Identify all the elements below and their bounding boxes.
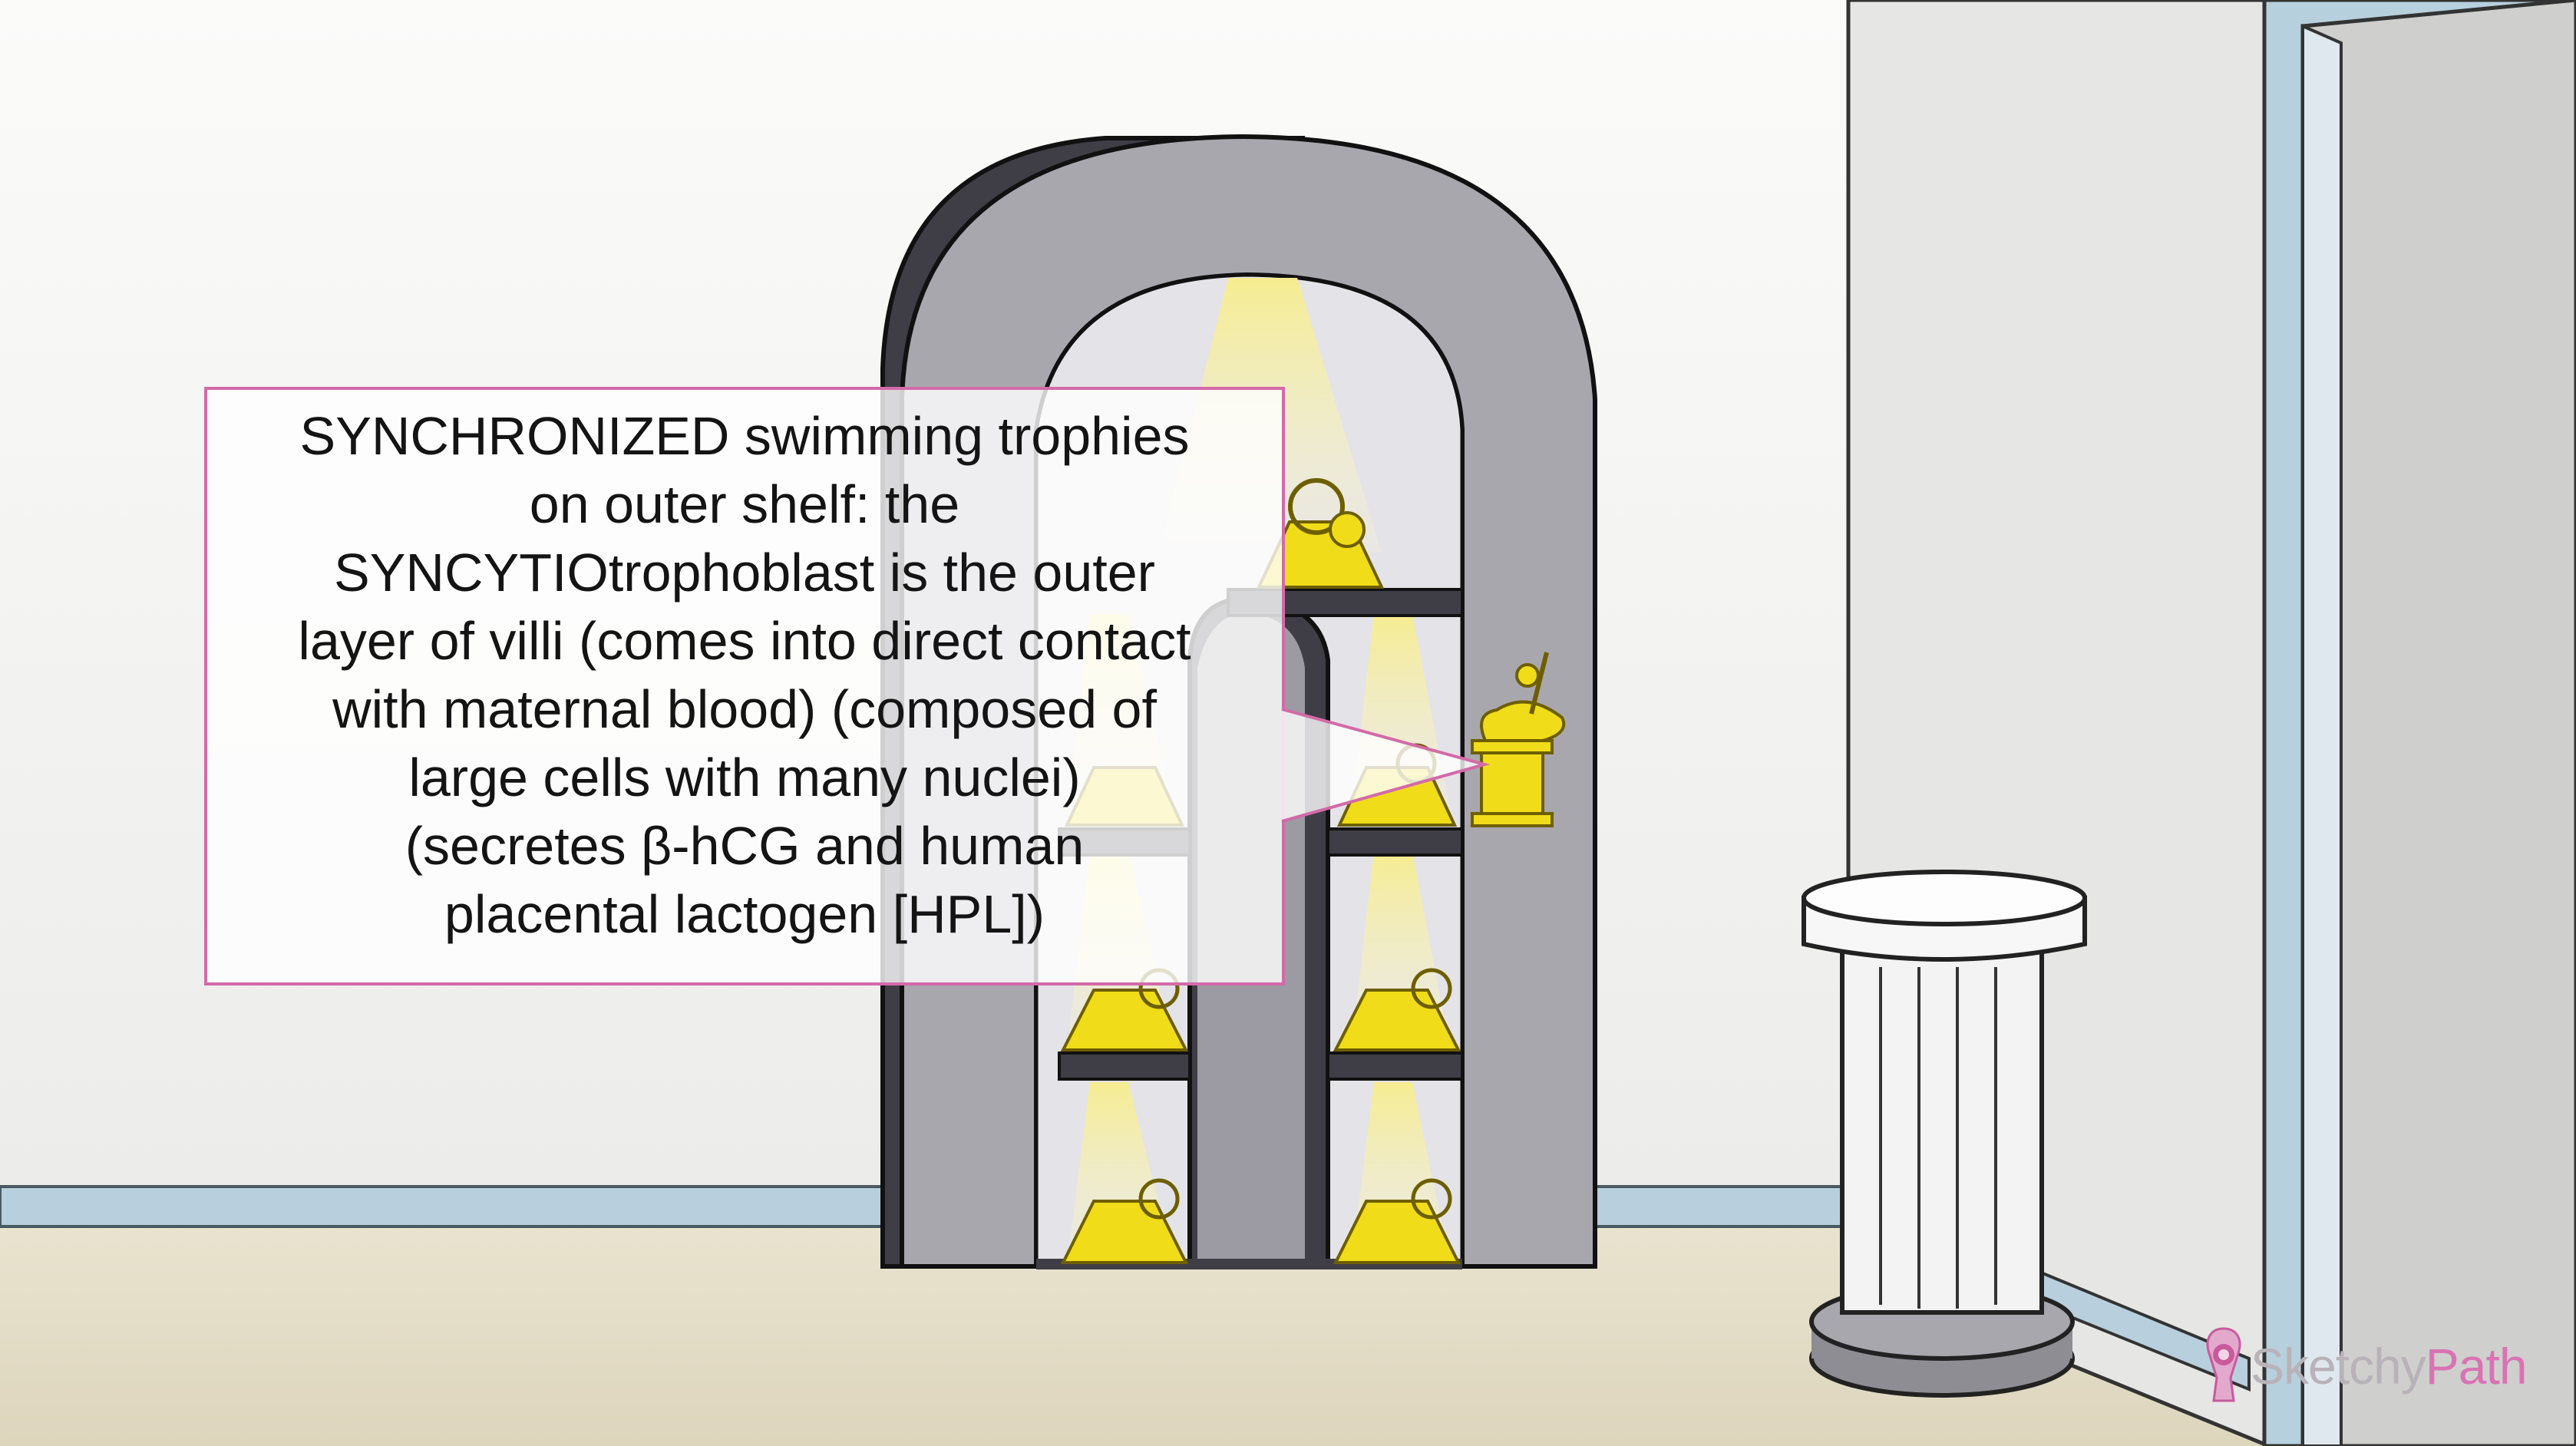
shelf-left-2 <box>1058 1051 1191 1081</box>
callout-text: SYNCHRONIZED swimming trophies on outer … <box>209 402 1280 978</box>
callout-line: on outer shelf: the <box>529 474 960 534</box>
callout-box <box>204 387 1491 985</box>
callout-line: (secretes β-hCG and human <box>405 816 1085 876</box>
outer-shelf-trophy <box>1471 652 1566 827</box>
shelf-right-1 <box>1326 827 1464 857</box>
callout-line: layer of villi (comes into direct contac… <box>298 611 1191 671</box>
callout-line: SYNCYTIOtrophoblast is the outer <box>334 543 1155 602</box>
callout-line: large cells with many nuclei) <box>408 748 1081 807</box>
trophy-right-2 <box>1333 968 1461 1051</box>
brand-name: SketchyPath <box>2251 1337 2528 1395</box>
brand-name-part2: Path <box>2425 1338 2528 1395</box>
sketchypath-logo-icon <box>2206 1327 2241 1402</box>
trophy-right-3 <box>1333 1178 1461 1264</box>
trophy-left-3 <box>1060 1178 1189 1264</box>
doorway-inner-edge <box>2301 23 2343 1446</box>
pedestal-column <box>1802 870 2087 1398</box>
brand-name-part1: Sketchy <box>2251 1338 2426 1395</box>
callout-line: SYNCHRONIZED swimming trophies <box>299 406 1190 466</box>
trophy-top <box>1256 478 1385 589</box>
callout-line: placental lactogen [HPL]) <box>444 884 1045 944</box>
brand-logo: SketchyPath <box>2200 1320 2528 1412</box>
callout-line: with maternal blood) (composed of <box>332 679 1157 739</box>
shelf-right-2 <box>1326 1051 1464 1081</box>
doorway-opening <box>2300 0 2576 1446</box>
